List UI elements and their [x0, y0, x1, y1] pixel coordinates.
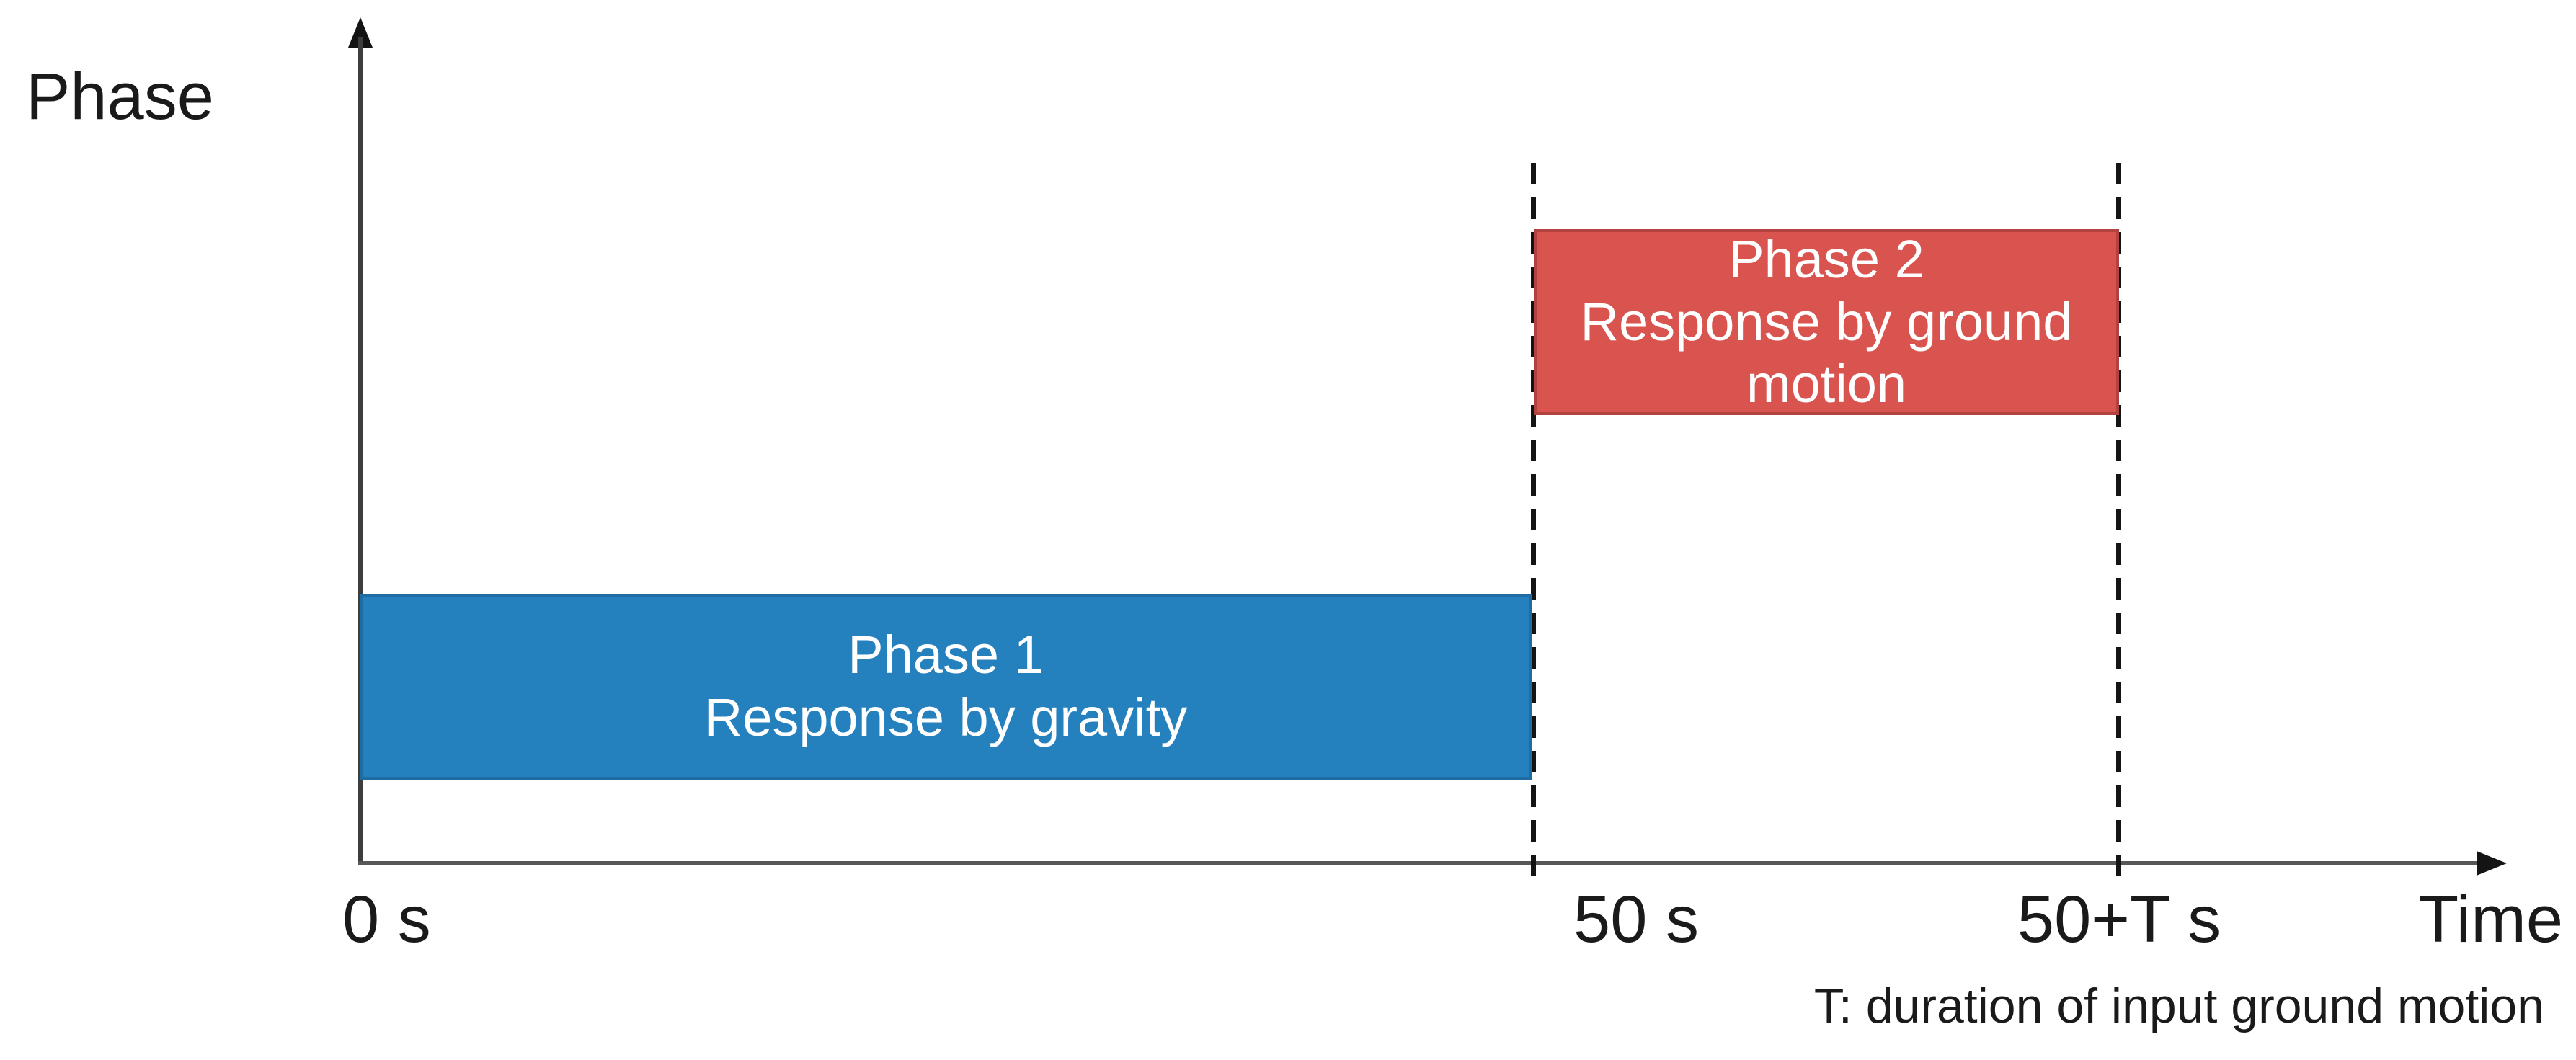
tick-label-50s: 50 s [1573, 883, 1699, 956]
phase1-bar: Phase 1 Response by gravity [360, 594, 1532, 780]
phase1-title: Phase 1 [848, 625, 1044, 685]
tick-label-0s: 0 s [342, 883, 431, 956]
phase1-subtitle: Response by gravity [703, 687, 1188, 747]
x-axis-title: Time [2418, 883, 2564, 956]
phase2-subtitle: Response by ground motion [1580, 291, 2073, 414]
y-axis-title: Phase [26, 60, 214, 133]
x-axis-line [358, 861, 2482, 865]
dashed-boundary-line-50Ts [2116, 163, 2121, 883]
phase2-title: Phase 2 [1728, 229, 1924, 290]
y-axis-line [358, 37, 363, 865]
phase2-bar: Phase 2 Response by ground motion [1534, 229, 2119, 415]
footnote-T-definition: T: duration of input ground motion [1813, 979, 2544, 1033]
dashed-boundary-line-50s [1531, 163, 1536, 883]
tick-label-50Ts: 50+T s [2017, 883, 2221, 956]
x-axis-arrowhead-icon [2477, 851, 2507, 876]
